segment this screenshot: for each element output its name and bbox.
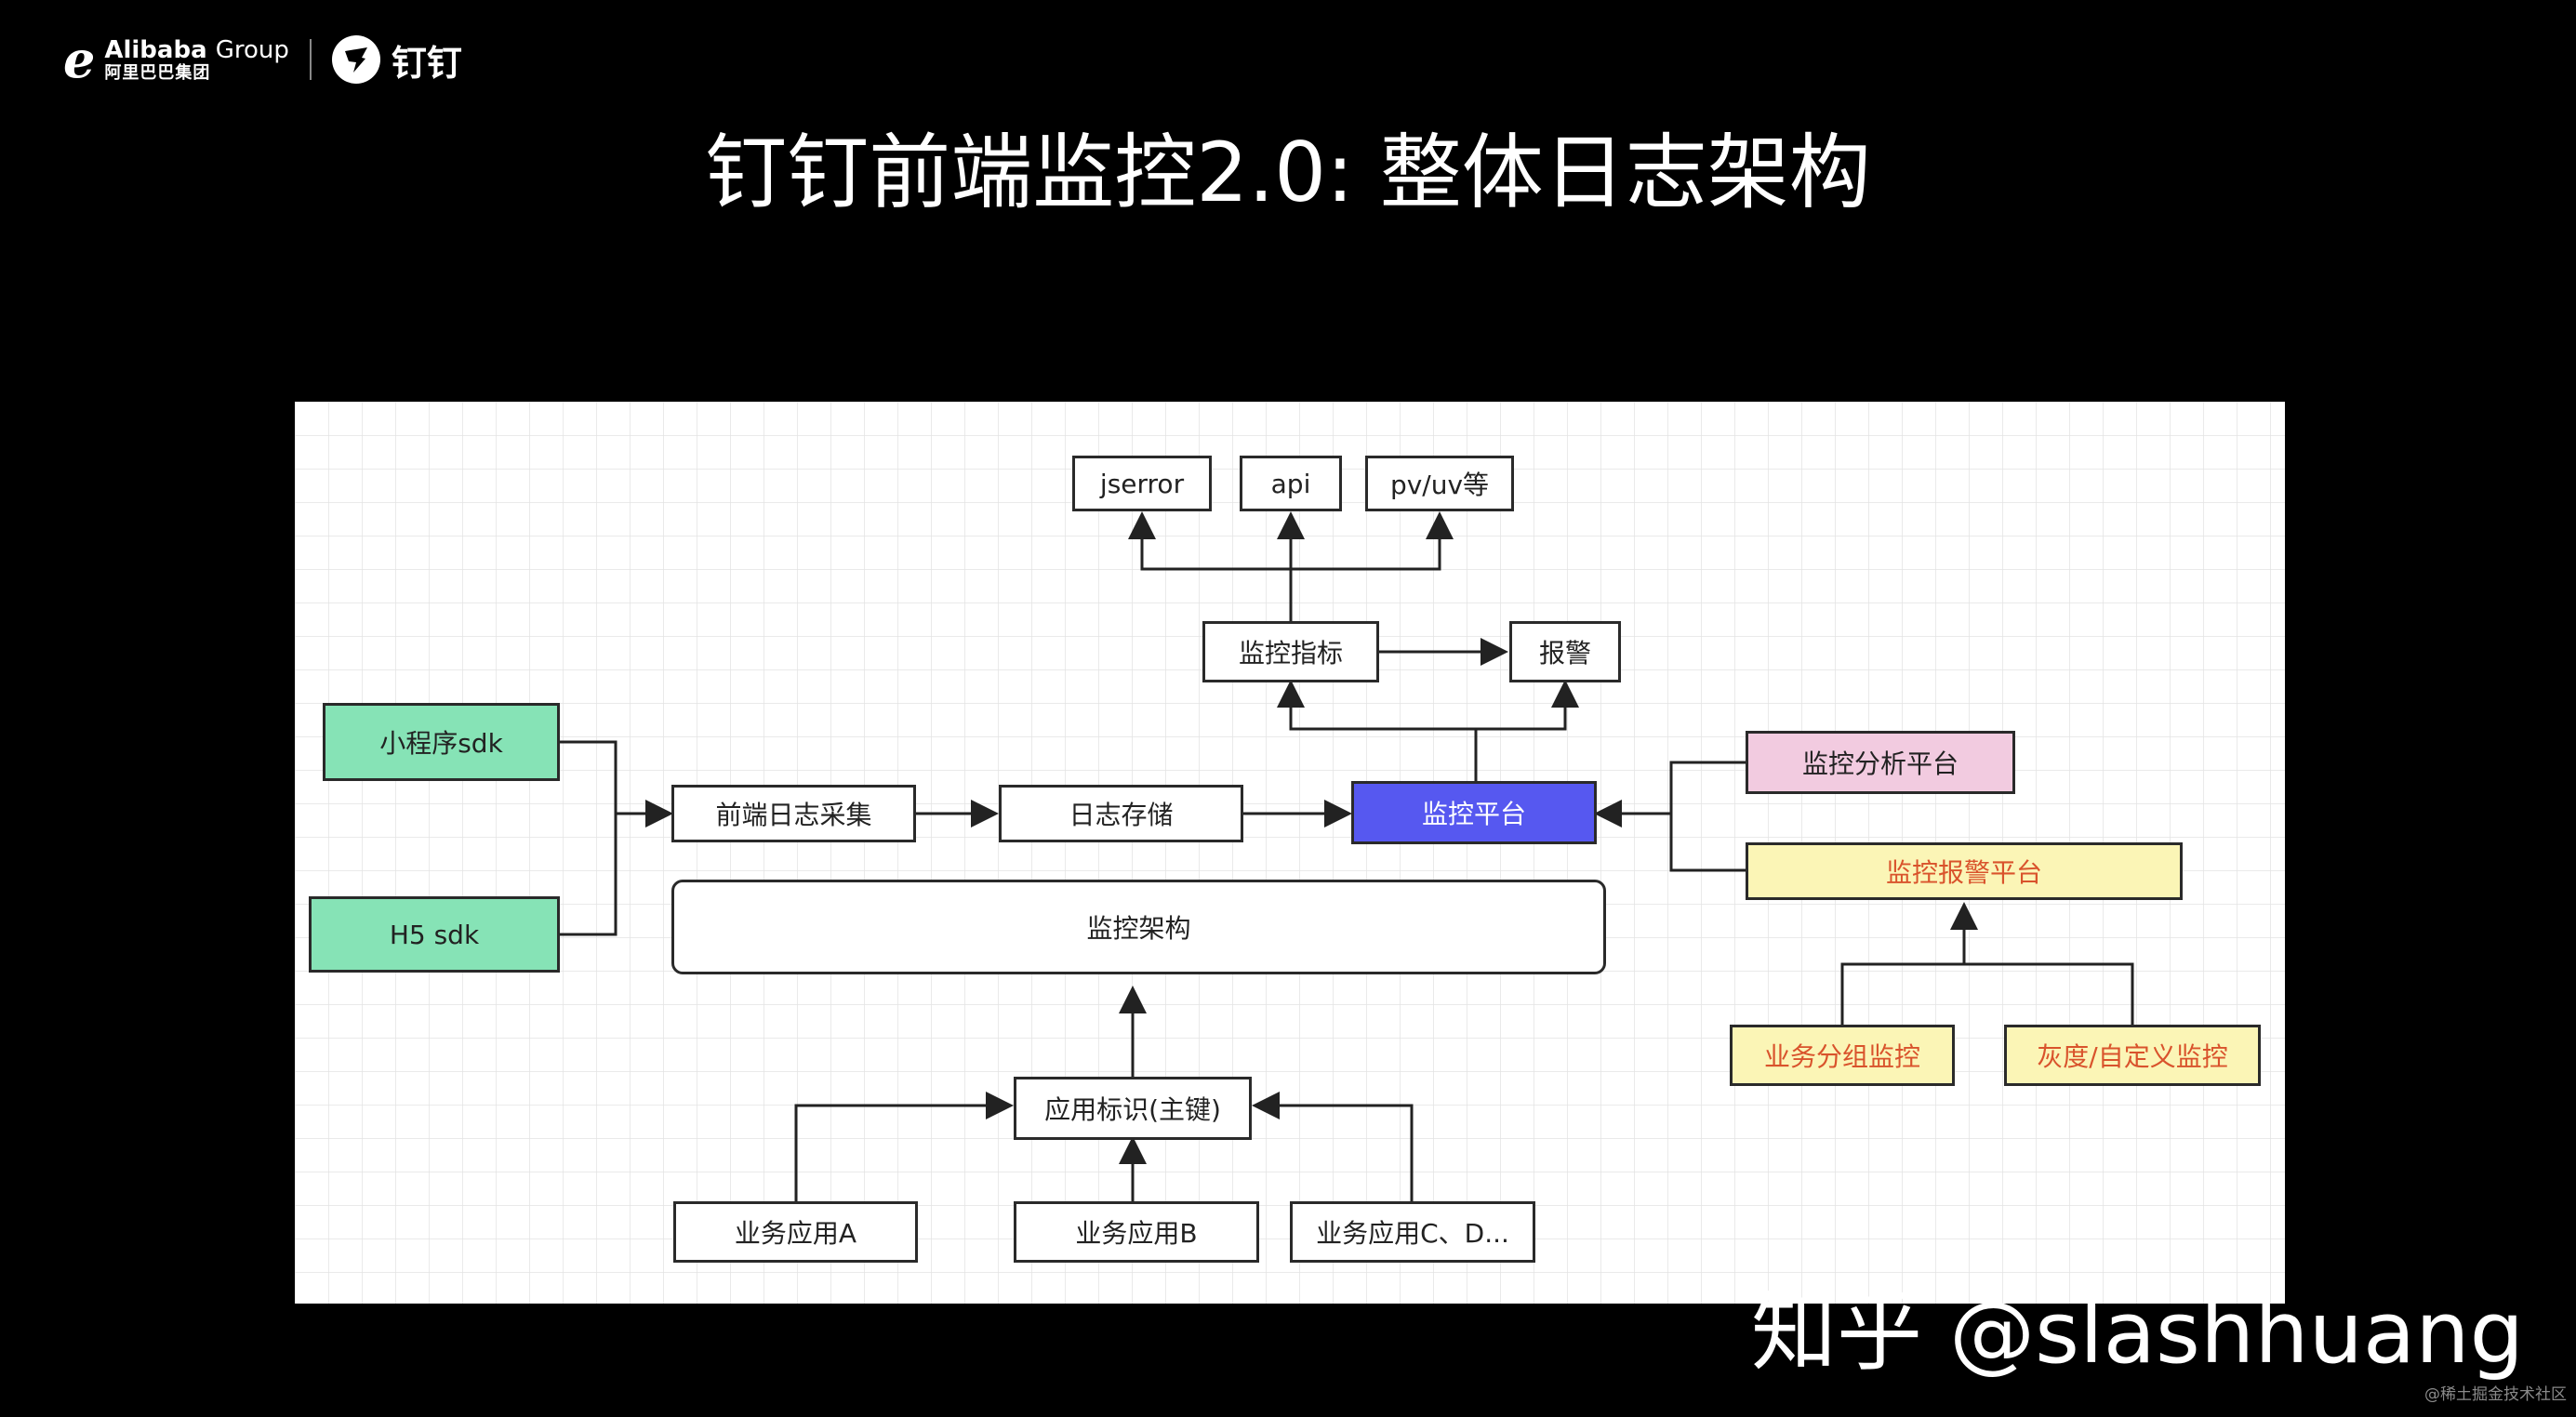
node-app-id: 应用标识(主键) xyxy=(1014,1077,1252,1140)
edge-platform-alarm xyxy=(1476,680,1579,731)
node-analysis-platform: 监控分析平台 xyxy=(1746,731,2015,794)
node-h5-sdk: H5 sdk xyxy=(309,896,560,973)
connectors xyxy=(560,511,2134,1201)
node-log-collect: 前端日志采集 xyxy=(671,785,916,842)
edge-miniapp-collect xyxy=(560,740,673,828)
edge-alarmplatform-platform xyxy=(1669,814,1746,872)
alibaba-cn-label: 阿里巴巴集团 xyxy=(104,62,211,83)
edge-gray-alarmplatform xyxy=(1964,962,2134,1025)
edge-h5-collect xyxy=(560,814,617,936)
node-miniapp-sdk: 小程序sdk xyxy=(323,703,560,781)
slide-title: 钉钉前端监控2.0: 整体日志架构 xyxy=(705,125,1871,220)
node-app-c: 业务应用C、D... xyxy=(1290,1201,1535,1263)
diagram-panel: jserror api pv/uv等 监控指标 报警 小程序sdk H5 sdk… xyxy=(295,402,2285,1304)
edge-metrics-pvuv xyxy=(1291,511,1454,571)
node-log-storage: 日志存储 xyxy=(999,785,1243,842)
watermark-juejin: @稀土掘金技术社区 xyxy=(2424,1385,2567,1404)
logo-divider xyxy=(309,39,312,80)
alibaba-en-label: Alibaba xyxy=(104,35,207,64)
node-app-b: 业务应用B xyxy=(1014,1201,1259,1263)
alibaba-logo-text: Alibaba Group 阿里巴巴集团 xyxy=(104,38,288,82)
watermark-zhihu: 知乎 @slashhuang xyxy=(1750,1283,2524,1383)
alibaba-logo-icon: e xyxy=(63,30,96,89)
node-app-a: 业务应用A xyxy=(673,1201,918,1263)
edge-platform-metrics xyxy=(1277,680,1478,781)
edge-group-alarmplatform xyxy=(1840,902,1978,1025)
edge-analysis-platform xyxy=(1594,761,1746,828)
node-api: api xyxy=(1240,456,1342,511)
node-alarm-platform: 监控报警平台 xyxy=(1746,842,2183,900)
dingtalk-label: 钉钉 xyxy=(391,42,462,84)
edge-appc-appid xyxy=(1252,1092,1414,1201)
node-alarm: 报警 xyxy=(1509,621,1621,682)
node-jserror: jserror xyxy=(1072,456,1212,511)
node-gray-monitor: 灰度/自定义监控 xyxy=(2004,1025,2261,1086)
edge-appa-appid xyxy=(794,1092,1014,1201)
node-monitor-platform: 监控平台 xyxy=(1351,781,1597,844)
edge-metrics-jserror xyxy=(1128,511,1291,571)
node-monitor-architecture: 监控架构 xyxy=(671,880,1606,974)
node-pvuv: pv/uv等 xyxy=(1365,456,1514,511)
node-group-monitor: 业务分组监控 xyxy=(1730,1025,1955,1086)
header-logos: e Alibaba Group 阿里巴巴集团 钉钉 xyxy=(63,32,462,87)
node-metrics: 监控指标 xyxy=(1202,621,1379,682)
alibaba-group-label: Group xyxy=(215,35,289,64)
dingtalk-wing-icon xyxy=(331,35,380,84)
